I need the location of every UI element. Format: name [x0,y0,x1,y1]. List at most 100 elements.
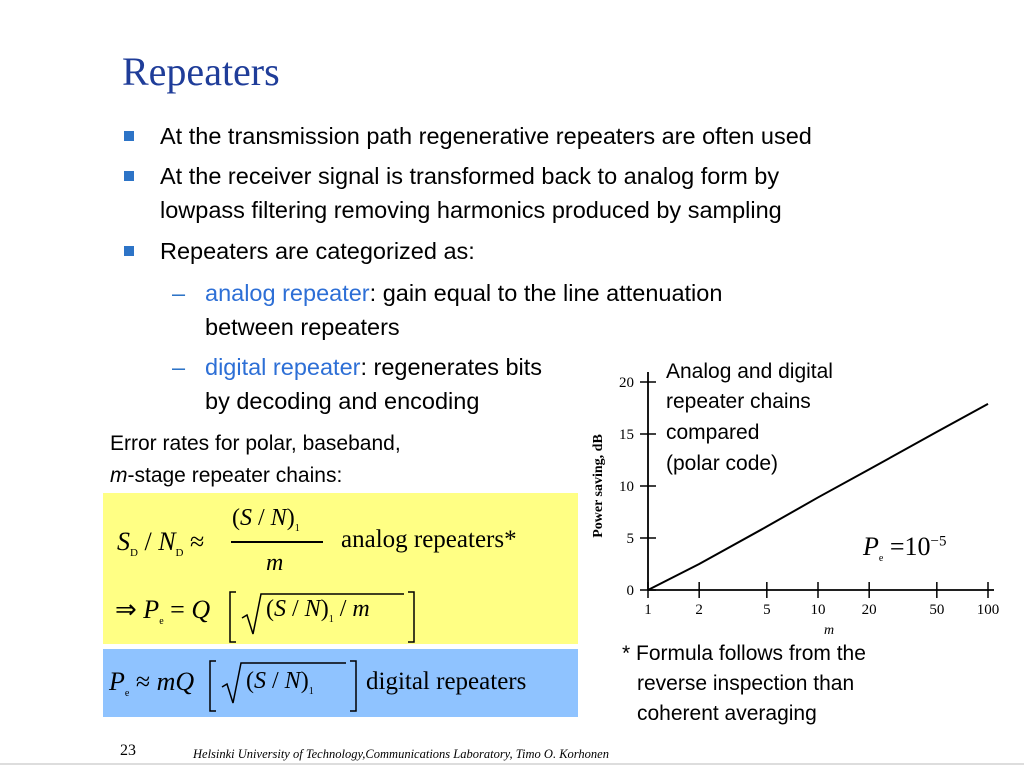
pe-label: Pe =10−5 [863,532,946,564]
analog-repeaters-label: analog repeaters* [341,526,517,553]
chart-caption-line1: Analog and digital [666,360,833,383]
bullet-categorized: Repeaters are categorized as: [160,238,475,264]
sub-D: D [175,547,184,560]
footnote-line2: reverse inspection than [637,672,855,695]
sym-lparen: ( [232,505,240,531]
sub-1: 1 [328,613,334,625]
y-tick-label: 20 [619,375,634,391]
sym-P: P [863,532,879,561]
formula-analog-pe-inner: (S / N)1 / m [266,596,370,625]
sym-Q: Q [191,595,211,624]
term-digital-repeater: digital repeater [205,354,361,380]
formula-fraction-denominator: m [266,550,283,577]
bullet-square-icon [124,246,134,256]
sub-item-analog: analog repeater: gain equal to the line … [205,276,722,310]
analog-repeater-desc: : gain equal to the line attenuation [369,280,723,306]
footer-divider [0,763,1024,765]
digital-repeater-desc: : regenerates bits [360,354,543,380]
sym-slash: / [258,505,265,531]
sym-m: m [352,596,370,622]
sub-e: e [124,688,130,700]
x-tick-label: 2 [695,602,703,618]
page-number: 23 [120,742,136,759]
y-tick-label: 10 [619,479,634,495]
sym-slash: / [339,596,347,622]
chart-caption-line4: (polar code) [666,452,779,475]
sym-N: N [304,596,321,622]
footer-text: Helsinki University of Technology,Commun… [193,747,609,761]
error-rates-line2-text: -stage repeater chains: [127,464,343,487]
digital-formula-box [103,649,578,717]
sub-item-digital-cont: by decoding and encoding [205,388,480,414]
sym-rparen: ) [286,505,295,531]
x-tick-label: 50 [929,602,944,618]
error-rates-line1: Error rates for polar, baseband, [110,432,401,455]
pe-exponent: −5 [930,533,947,550]
sym-slash: / [272,668,279,694]
sym-N: N [284,668,301,694]
sym-rparen: ) [300,668,309,694]
y-tick-label: 5 [627,531,635,547]
slide-title: Repeaters [122,49,280,94]
chart-caption-line3: compared [666,421,760,444]
x-tick-label: 1 [644,602,652,618]
formula-analog-pe: ⇒ Pe = Q [115,595,210,627]
fraction-bar [231,541,323,543]
sub-item-digital: digital repeater: regenerates bits [205,350,542,384]
m-variable: m [110,464,128,487]
chart-y-axis-label: Power saving, dB [591,434,606,538]
bullet-receiver-line1: At the receiver signal is transformed ba… [160,163,780,189]
sym-S: S [254,668,266,694]
formula-digital-pe-inner: (S / N)1 [246,668,314,697]
analog-sqrt-bracket [229,591,415,643]
sym-approx: ≈ [189,527,205,556]
x-tick-label: 20 [862,602,877,618]
sym-S: S [117,527,130,556]
formula-fraction-numerator: (S / N)1 [232,505,300,534]
digital-repeaters-label: digital repeaters [366,668,527,695]
chart-series [647,402,989,591]
sym-slash: / [292,596,299,622]
sym-lparen: ( [266,596,274,622]
sym-approx: ≈ [135,667,151,696]
footnote-line3: coherent averaging [637,702,817,725]
chart-caption-line2: repeater chains [666,390,811,413]
dash-icon: – [172,280,186,306]
sym-N: N [158,527,176,556]
sym-slash: / [144,527,152,556]
sym-rparen: ) [320,596,329,622]
sub-D: D [130,547,138,560]
bullet-transmission-path: At the transmission path regenerative re… [160,123,812,149]
sym-S: S [274,596,286,622]
y-tick-label: 0 [627,583,635,599]
sub-1: 1 [308,685,314,697]
bullet-square-icon [124,171,134,181]
sym-P: P [109,667,125,696]
sub-1: 1 [294,522,300,534]
pe-base: 10 [904,532,931,561]
x-tick-label: 5 [763,602,771,618]
power-saving-line [647,402,989,591]
bullet-receiver-line2: lowpass filtering removing harmonics pro… [160,197,782,223]
sub-item-analog-cont: between repeaters [205,314,400,340]
formula-digital-pe: Pe ≈ mQ [109,667,194,699]
sub-e: e [878,553,884,565]
sym-mQ: mQ [156,667,195,696]
sub-e: e [159,616,164,628]
sym-eq: = [170,595,185,624]
dash-icon: – [172,354,186,380]
error-rates-line2: m-stage repeater chains: [110,460,342,491]
analog-formula-box [103,493,578,644]
x-tick-label: 100 [977,602,1000,618]
sym-N: N [270,505,287,531]
digital-sqrt-bracket [209,660,357,712]
term-analog-repeater: analog repeater [205,280,370,306]
sym-S: S [240,505,252,531]
formula-analog-snr: SD / ND ≈ [117,527,204,559]
x-tick-label: 10 [811,602,826,618]
sym-P: P [143,595,160,624]
sym-implies: ⇒ [115,595,137,624]
sym-m: m [266,550,284,576]
